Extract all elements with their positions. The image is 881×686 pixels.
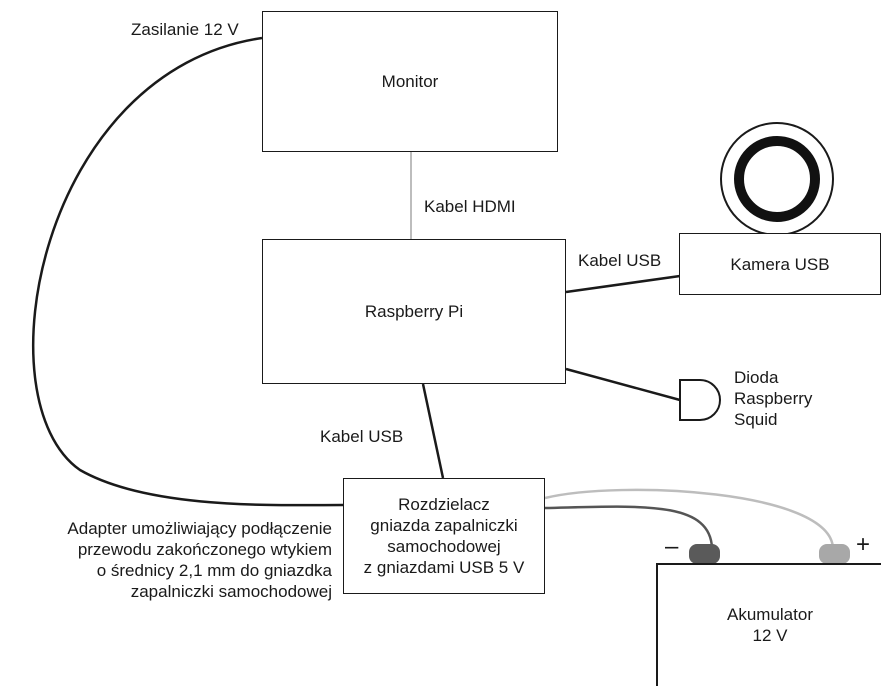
camera-lens-ring <box>734 136 820 222</box>
splitter-line-1: Rozdzielacz <box>398 495 490 514</box>
splitter-line-2: gniazda zapalniczki <box>370 516 518 535</box>
adapter-line-2: przewodu zakończonego wtykiem <box>77 540 332 559</box>
cable-positive <box>544 488 835 549</box>
adapter-line-4: zapalniczki samochodowej <box>130 582 332 601</box>
adapter-line-1: Adapter umożliwiający podłączenie <box>67 519 332 538</box>
splitter-line-4: z gniazdami USB 5 V <box>363 558 525 577</box>
negative-terminal <box>689 544 720 564</box>
raspberry-pi-label: Raspberry Pi <box>364 302 464 321</box>
plus-sign: + <box>856 531 871 558</box>
led-symbol <box>679 379 721 421</box>
splitter-box: Rozdzielacz gniazda zapalniczki samochod… <box>343 478 545 594</box>
camera-label: Kamera USB <box>730 254 830 274</box>
adapter-label: Adapter umożliwiający podłączenie przewo… <box>6 518 332 602</box>
led-label: Dioda Raspberry Squid <box>734 367 812 430</box>
battery-line-2: 12 V <box>752 626 788 645</box>
cable-negative <box>544 505 714 549</box>
raspberry-pi-box: Raspberry Pi <box>262 239 566 384</box>
battery-body <box>656 563 881 686</box>
camera-box: Kamera USB <box>679 233 881 295</box>
adapter-line-3: o średnicy 2,1 mm do gniazdka <box>96 561 332 580</box>
monitor-box: Monitor <box>262 11 558 152</box>
led-line-2: Raspberry <box>734 389 813 408</box>
minus-sign: – <box>665 533 679 560</box>
battery-label: Akumulator 12 V <box>700 604 840 646</box>
usb-cable-camera <box>565 274 681 294</box>
led-line-1: Dioda <box>734 368 779 387</box>
splitter-line-3: samochodowej <box>387 537 501 556</box>
hdmi-label: Kabel HDMI <box>424 197 516 216</box>
led-cable <box>565 367 681 402</box>
usb-camera-label: Kabel USB <box>578 251 662 270</box>
power-label: Zasilanie 12 V <box>131 20 239 39</box>
battery-line-1: Akumulator <box>727 605 813 624</box>
monitor-label: Monitor <box>381 72 439 91</box>
usb-splitter-label: Kabel USB <box>320 427 404 446</box>
usb-cable-splitter <box>421 383 445 479</box>
power-cable <box>32 36 344 507</box>
led-line-3: Squid <box>734 410 778 429</box>
positive-terminal <box>819 544 850 564</box>
